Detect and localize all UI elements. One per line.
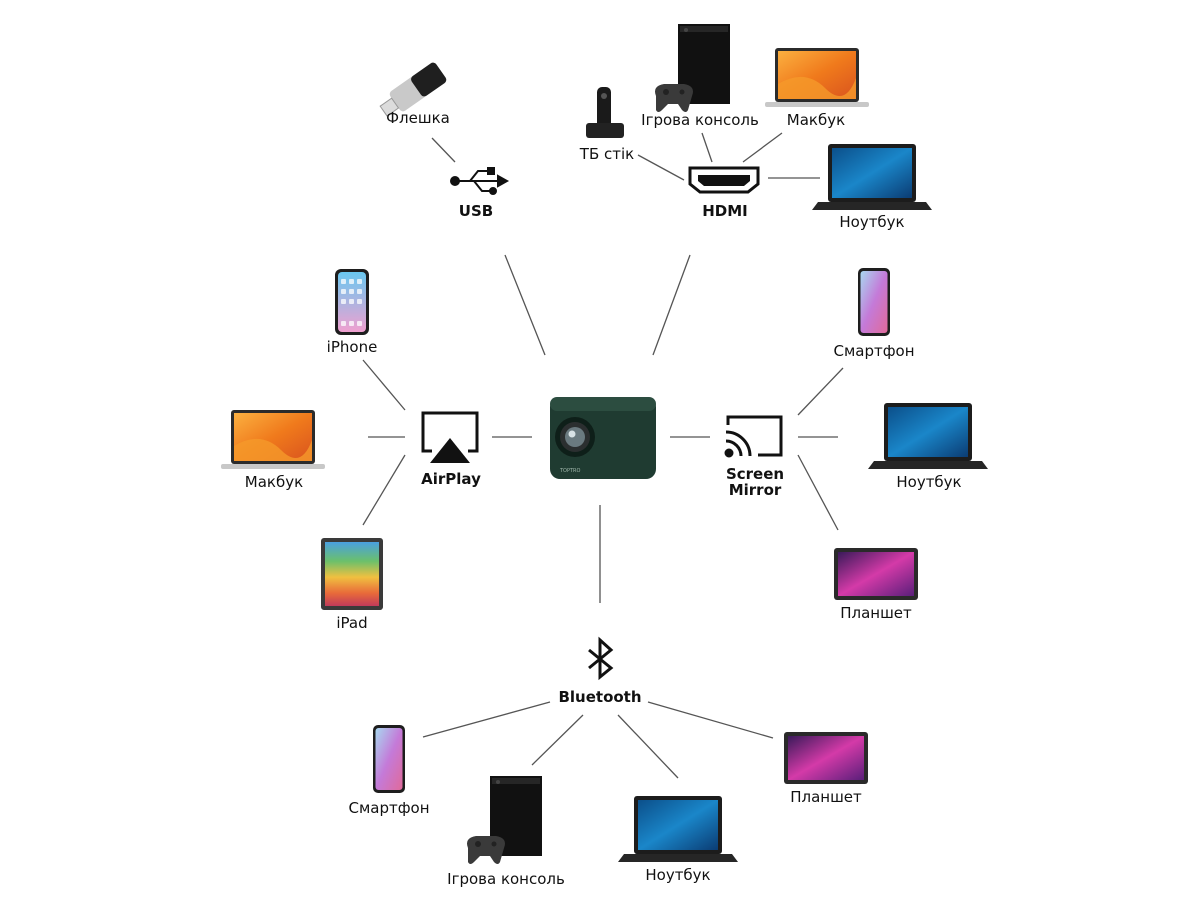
line-bt-tablet — [647, 701, 774, 739]
line-usb-projector — [504, 254, 546, 356]
laptop-hdmi: Ноутбук — [812, 144, 932, 231]
hdmi-label: HDMI — [702, 202, 748, 220]
laptop-mirror: Ноутбук — [868, 403, 988, 491]
ipad-label: iPad — [336, 614, 367, 632]
smartphone-mirror: Смартфон — [833, 268, 915, 360]
macbook-hdmi: Макбук — [765, 48, 869, 129]
line-iphone-airplay — [362, 359, 406, 411]
line-tablet-mirror — [797, 454, 839, 531]
airplay-hub: AirPlay — [421, 411, 481, 488]
smartphone-mirror-label: Смартфон — [833, 342, 914, 360]
tablet-mirror-label: Планшет — [840, 604, 912, 622]
tablet-bt-label: Планшет — [790, 788, 862, 806]
game-console-hdmi: Ігрова консоль — [641, 24, 759, 129]
bluetooth-icon — [588, 636, 614, 681]
screen-mirror-label-line2: Mirror — [729, 481, 782, 499]
line-bt-console — [531, 714, 584, 766]
iphone-label: iPhone — [327, 338, 378, 356]
bluetooth-hub: Bluetooth — [558, 636, 642, 706]
hdmi-icon — [688, 166, 760, 194]
game-console-bt: Ігрова консоль — [447, 776, 565, 888]
line-bt-laptop — [617, 714, 679, 779]
projector-brand: TOPTRO — [559, 468, 581, 474]
iphone-airplay: iPhone — [327, 269, 378, 356]
ipad-airplay: iPad — [321, 538, 383, 632]
tv-stick: ТБ стік — [579, 87, 634, 163]
tablet-bt: Планшет — [784, 732, 868, 806]
line-ipad-airplay — [362, 454, 406, 526]
connector-lines — [362, 132, 844, 779]
airplay-icon — [421, 411, 479, 463]
hdmi-hub: HDMI — [688, 166, 760, 220]
projector: TOPTRO — [550, 397, 656, 479]
usb-hub: USB — [450, 167, 510, 220]
macbook-airplay-label: Макбук — [245, 473, 303, 491]
screen-mirror-hub: Screen Mirror — [724, 415, 784, 499]
line-stick-hdmi — [637, 154, 685, 181]
game-console-hdmi-label: Ігрова консоль — [641, 111, 759, 129]
macbook-hdmi-label: Макбук — [787, 111, 845, 129]
cast-icon — [724, 415, 783, 458]
smartphone-bt: Смартфон — [348, 725, 430, 817]
tablet-mirror: Планшет — [834, 548, 918, 622]
usb-label: USB — [459, 202, 493, 220]
smartphone-bt-label: Смартфон — [348, 799, 429, 817]
laptop-bt-label: Ноутбук — [645, 866, 710, 884]
usb-icon — [450, 167, 510, 195]
screen-mirror-label-line1: Screen — [726, 465, 784, 483]
bluetooth-label: Bluetooth — [558, 688, 641, 706]
line-smartphone-mirror — [797, 367, 844, 416]
airplay-label: AirPlay — [421, 470, 481, 488]
line-flash-usb — [431, 137, 456, 163]
flash-drive: Флешка — [379, 62, 450, 127]
line-bt-smartphone — [422, 701, 551, 738]
laptop-mirror-label: Ноутбук — [896, 473, 961, 491]
flash-drive-label: Флешка — [386, 109, 450, 127]
laptop-hdmi-label: Ноутбук — [839, 213, 904, 231]
tv-stick-label: ТБ стік — [579, 145, 634, 163]
line-macbook-hdmi — [742, 132, 783, 163]
game-console-bt-label: Ігрова консоль — [447, 870, 565, 888]
line-console-hdmi — [701, 132, 713, 163]
macbook-airplay: Макбук — [221, 410, 325, 491]
line-hdmi-projector — [652, 254, 691, 356]
laptop-bt: Ноутбук — [618, 796, 738, 884]
